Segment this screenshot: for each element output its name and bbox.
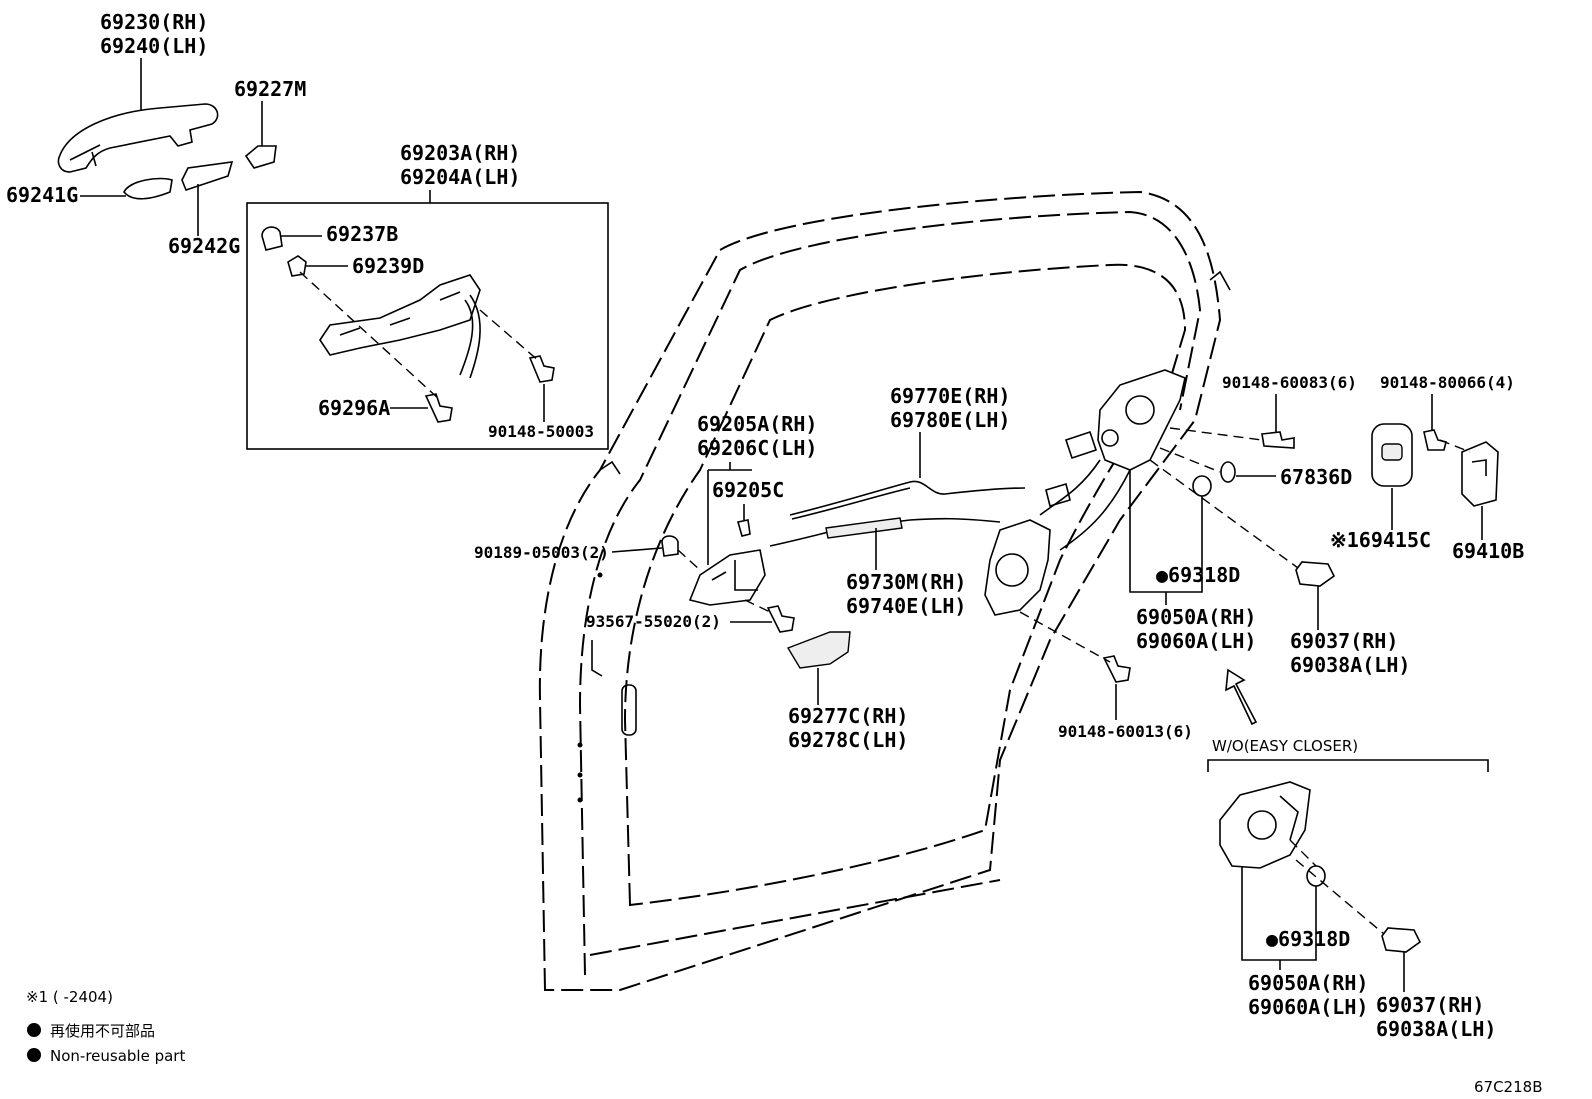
legend-bullet-en-icon — [27, 1048, 41, 1062]
label-striker: 69410B — [1452, 539, 1524, 563]
bolt-69296a-illustration — [424, 393, 453, 423]
dash-80066 — [1439, 439, 1471, 453]
label-69237b: 69237B — [326, 222, 398, 246]
inner-handle-illustration — [688, 549, 766, 606]
dash-90189 — [677, 549, 701, 571]
label-cable-a-lh: 69780E(LH) — [890, 408, 1010, 432]
diagram-code: 67C218B — [1474, 1078, 1542, 1096]
label-bolt-50003: 90148-50003 — [488, 422, 594, 441]
label-cable-b-rh: 69730M(RH) — [846, 570, 966, 594]
lock-variant-illustration — [1219, 781, 1311, 869]
label-cover-rh: 69277C(RH) — [788, 704, 908, 728]
protector-illustration — [1295, 561, 1336, 587]
label-69318d-text: 69318D — [1168, 563, 1240, 587]
label-69318d: ●69318D — [1156, 563, 1240, 587]
label-cap: 69227M — [234, 77, 306, 101]
label-69318d-variant-text: 69318D — [1278, 927, 1350, 951]
screw-80066-illustration — [1423, 429, 1447, 451]
dash-protector-variant — [1295, 859, 1385, 935]
label-93567: 93567-55020(2) — [586, 612, 721, 631]
legend-bullet-jp: 再使用不可部品 — [50, 1022, 155, 1040]
dash-69318d-variant — [1289, 839, 1317, 867]
label-protector-lh: 69038A(LH) — [1290, 653, 1410, 677]
screw-93567-illustration — [766, 605, 795, 633]
bullet-symbol-b: ● — [1266, 927, 1278, 951]
striker-cover-illustration — [1371, 423, 1413, 487]
label-67836d: 67836D — [1280, 465, 1352, 489]
label-69239d: 69239D — [352, 254, 424, 278]
label-frame-rh: 69203A(RH) — [400, 141, 520, 165]
label-90189: 90189-05003(2) — [474, 543, 609, 562]
cover-illustration — [786, 631, 851, 669]
lock-assembly-illustration — [984, 369, 1186, 616]
cable-69770e-illustration — [789, 480, 1026, 520]
label-69205c: 69205C — [712, 478, 784, 502]
label-screw-60013: 90148-60013(6) — [1058, 722, 1193, 741]
legend-note1: ※1 ( -2404) — [26, 988, 113, 1006]
pad-illustration — [123, 177, 173, 200]
clip-90189-illustration — [661, 535, 679, 557]
label-lock-rh: 69050A(RH) — [1136, 605, 1256, 629]
label-inner-handle-lh: 69206C(LH) — [697, 436, 817, 460]
clip-69205c-illustration — [736, 519, 751, 537]
dash-67836d — [1159, 447, 1221, 473]
variant-bracket — [1207, 759, 1489, 772]
label-protector-rh: 69037(RH) — [1290, 629, 1398, 653]
frame-group-box — [246, 202, 609, 450]
screw-60013-illustration — [1102, 655, 1131, 683]
bracket-lock-variant — [1241, 866, 1317, 961]
arrow-to-variant — [1225, 668, 1258, 726]
label-screw-60083: 90148-60083(6) — [1222, 373, 1357, 392]
label-69296a: 69296A — [318, 396, 390, 420]
label-pad2: 69242G — [168, 234, 240, 258]
leader-90189 — [611, 547, 663, 553]
cap-illustration — [244, 145, 277, 169]
cable-69730m-illustration — [769, 517, 1001, 547]
legend-bullet-jp-icon — [27, 1023, 41, 1037]
label-protector-lh-variant: 69038A(LH) — [1376, 1017, 1496, 1041]
leader-inner-handle — [707, 462, 752, 565]
part-69239d-illustration — [287, 255, 307, 277]
label-wo-easy-closer: W/O(EASY CLOSER) — [1212, 737, 1358, 755]
dash-protector — [1149, 459, 1299, 569]
dash-60013 — [1019, 611, 1111, 663]
screw-60083-illustration — [1261, 431, 1295, 449]
label-lock-lh-variant: 69060A(LH) — [1248, 995, 1368, 1019]
label-striker-cover: ※169415C — [1330, 528, 1431, 552]
part-69237b-illustration — [261, 226, 283, 251]
label-inner-handle-rh: 69205A(RH) — [697, 412, 817, 436]
seal-67836d-illustration — [1220, 461, 1236, 483]
label-cover-lh: 69278C(LH) — [788, 728, 908, 752]
label-outer-handle-lh: 69240(LH) — [100, 34, 208, 58]
door-outline — [538, 190, 1231, 991]
label-69318d-variant: ●69318D — [1266, 927, 1350, 951]
label-protector-rh-variant: 69037(RH) — [1376, 993, 1484, 1017]
frame-illustration — [319, 274, 481, 379]
label-lock-rh-variant: 69050A(RH) — [1248, 971, 1368, 995]
legend-bullet-en: Non-reusable part — [50, 1047, 185, 1065]
label-frame-lh: 69204A(LH) — [400, 165, 520, 189]
dash-50003 — [479, 309, 541, 363]
bullet-symbol: ● — [1156, 563, 1168, 587]
outer-handle-illustration — [57, 103, 219, 173]
bolt-50003-illustration — [528, 355, 555, 383]
dash-93567 — [744, 599, 771, 613]
label-pad1: 69241G — [6, 183, 78, 207]
label-cable-a-rh: 69770E(RH) — [890, 384, 1010, 408]
striker-illustration — [1461, 441, 1499, 507]
pad2-illustration — [181, 161, 234, 191]
label-outer-handle-rh: 69230(RH) — [100, 10, 208, 34]
label-lock-lh: 69060A(LH) — [1136, 629, 1256, 653]
label-screw-80066: 90148-80066(4) — [1380, 373, 1515, 392]
protector-variant-illustration — [1381, 927, 1422, 953]
label-cable-b-lh: 69740E(LH) — [846, 594, 966, 618]
